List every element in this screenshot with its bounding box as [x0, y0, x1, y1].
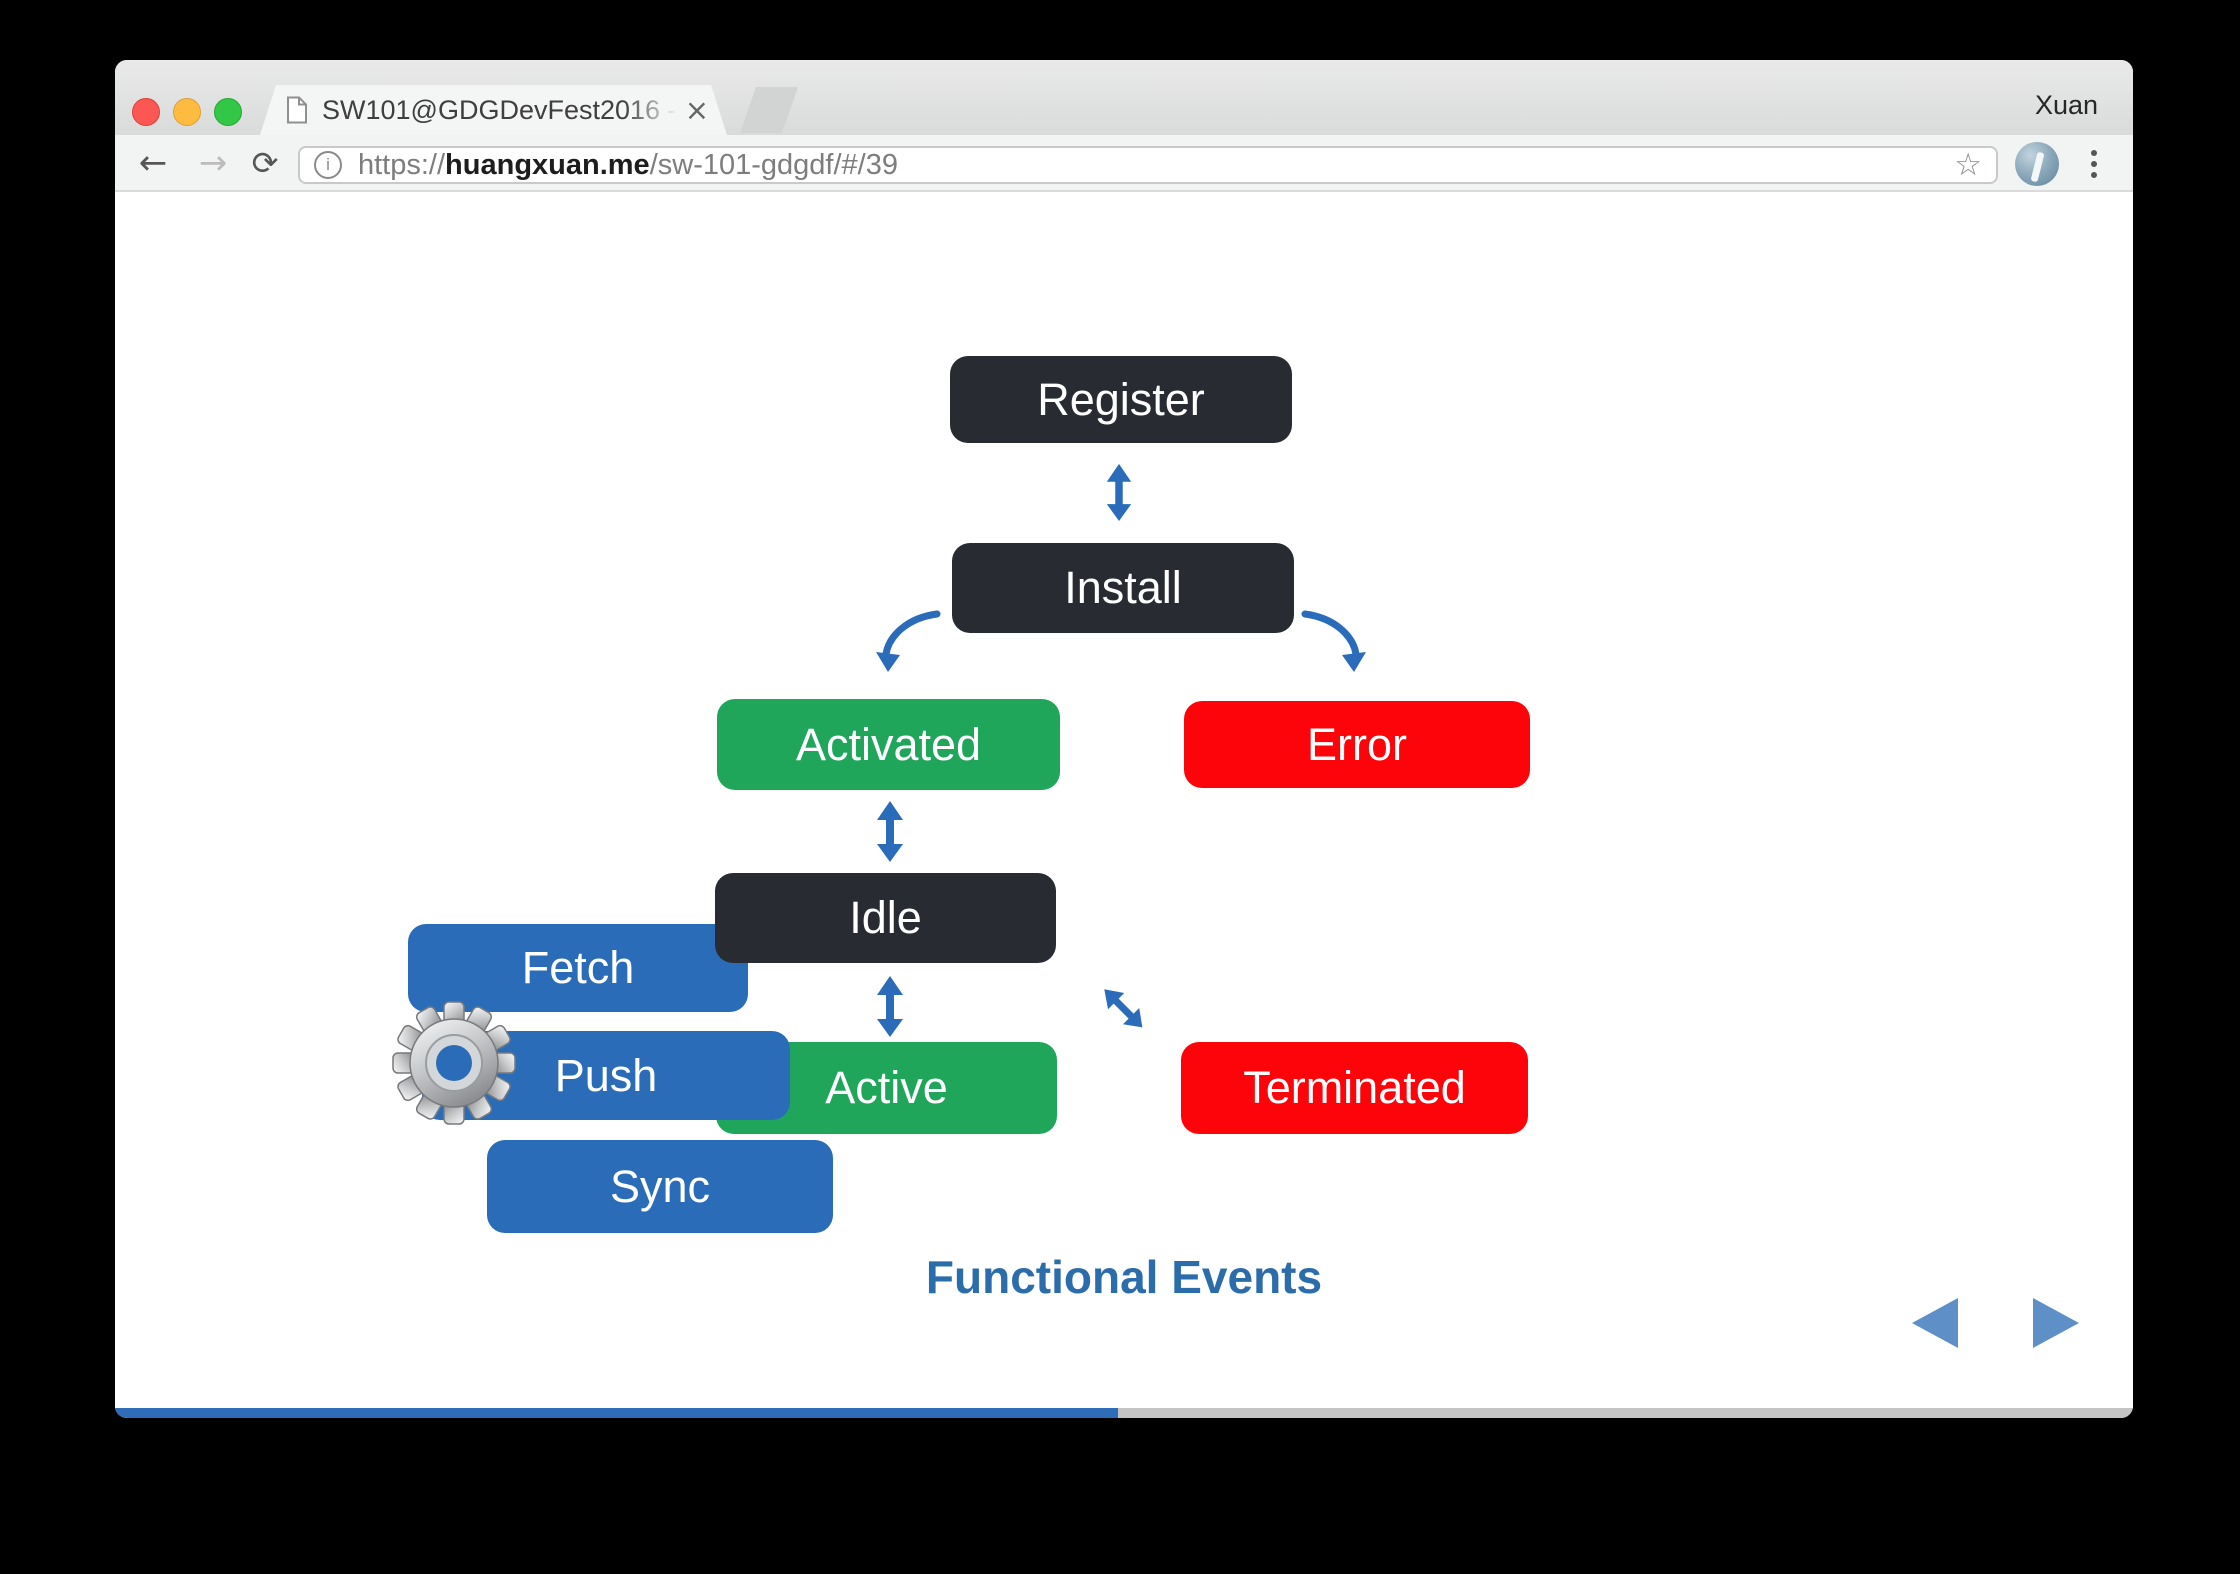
double-arrow-activated-idle	[877, 801, 903, 862]
page-icon	[286, 96, 308, 124]
double-arrow-idle-terminated	[1087, 972, 1159, 1044]
menu-icon[interactable]	[2079, 147, 2109, 181]
new-tab-button[interactable]	[740, 87, 798, 133]
reload-button[interactable]: ⟳	[251, 143, 279, 182]
forward-button: →	[198, 142, 228, 183]
slide-content: Register Install Activated Error Fetch I…	[115, 192, 2133, 1408]
node-terminated: Terminated	[1181, 1042, 1528, 1134]
browser-tab[interactable]: SW101@GDGDevFest2016 - ( ×	[260, 85, 727, 135]
node-fetch: Fetch	[408, 924, 748, 1012]
node-sync: Sync	[487, 1140, 833, 1233]
gear-icon	[392, 1001, 516, 1125]
curved-arrow-install-error	[1301, 606, 1375, 679]
prev-slide-button[interactable]	[1912, 1298, 1958, 1348]
toolbar: ← → ⟳ i https://huangxuan.me/sw-101-gdgd…	[115, 135, 2133, 192]
url-scheme: https://	[358, 148, 446, 181]
browser-window: SW101@GDGDevFest2016 - ( × Xuan ← → ⟳ i …	[115, 60, 2133, 1418]
node-error: Error	[1184, 701, 1530, 788]
address-bar[interactable]: i https://huangxuan.me/sw-101-gdgdf/#/39…	[298, 146, 1998, 184]
slide-progress-fill	[115, 1408, 1118, 1418]
double-arrow-idle-active	[877, 976, 903, 1037]
tab-title: SW101@GDGDevFest2016 - (	[322, 94, 677, 125]
page-info-icon[interactable]: i	[314, 151, 342, 179]
slide-caption: Functional Events	[925, 1251, 1323, 1303]
zoom-window-button[interactable]	[214, 98, 242, 126]
back-button[interactable]: ←	[138, 142, 168, 183]
double-arrow-register-install	[1106, 463, 1132, 521]
tab-close-icon[interactable]: ×	[684, 92, 709, 127]
profile-name[interactable]: Xuan	[2034, 90, 2098, 120]
minimize-window-button[interactable]	[173, 98, 201, 126]
node-activated: Activated	[717, 699, 1060, 790]
url-text: https://huangxuan.me/sw-101-gdgdf/#/39	[358, 149, 898, 182]
titlebar: SW101@GDGDevFest2016 - ( × Xuan	[115, 60, 2133, 135]
node-install: Install	[952, 543, 1294, 633]
node-register: Register	[950, 356, 1292, 443]
extension-icon[interactable]	[2015, 142, 2059, 186]
next-slide-button[interactable]	[2033, 1298, 2079, 1348]
url-path: /sw-101-gdgdf/#/39	[649, 148, 898, 181]
close-window-button[interactable]	[132, 98, 160, 126]
url-host: huangxuan.me	[445, 148, 650, 181]
node-idle: Idle	[715, 873, 1056, 963]
slide-progress-track	[115, 1408, 2133, 1418]
curved-arrow-install-activated	[867, 606, 941, 679]
bookmark-star-icon[interactable]: ☆	[1954, 147, 1982, 183]
